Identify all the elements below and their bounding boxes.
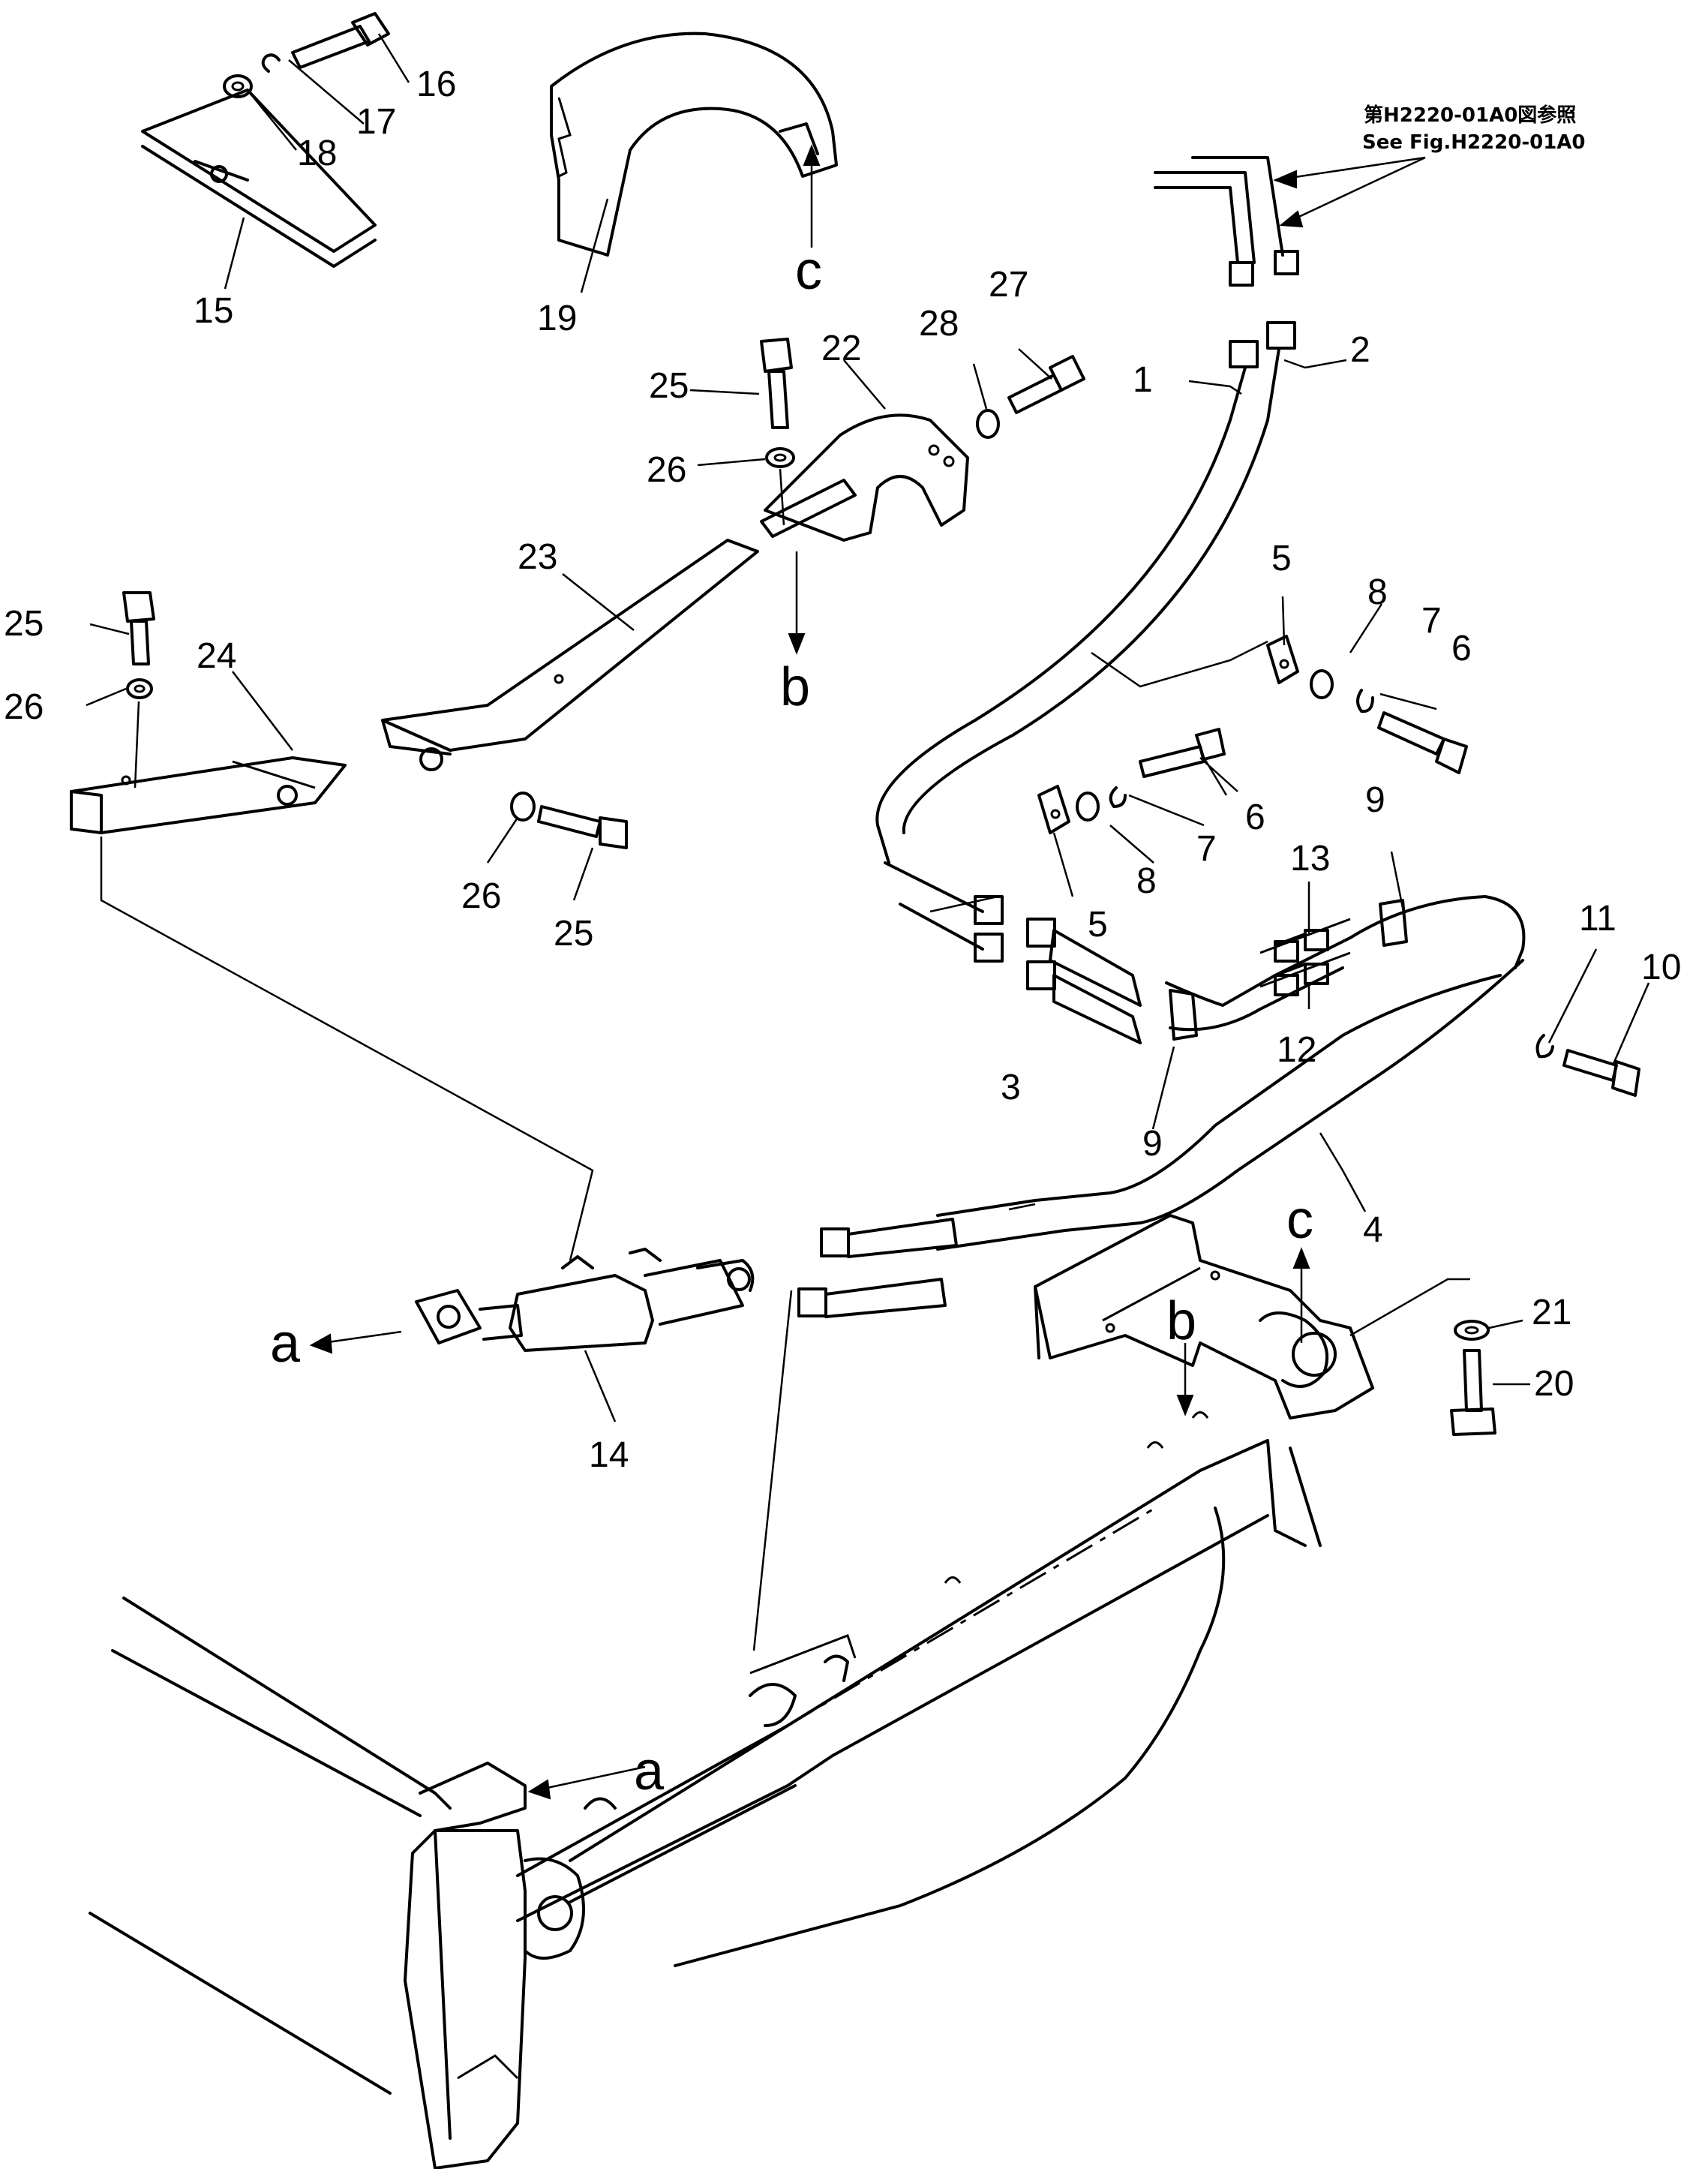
- part-label-20: 20: [1534, 1364, 1574, 1404]
- bolt-27: [1007, 355, 1085, 414]
- part-label-6-upper: 6: [1451, 629, 1472, 668]
- part-label-16: 16: [416, 65, 456, 104]
- washer-28: [976, 409, 1000, 439]
- part-label-5-lower: 5: [1088, 905, 1108, 945]
- part-label-7-lower: 7: [1196, 829, 1217, 869]
- part-label-12: 12: [1277, 1030, 1316, 1070]
- part-label-22: 22: [821, 329, 861, 368]
- part-label-5-upper: 5: [1271, 539, 1292, 578]
- part-label-11: 11: [1579, 899, 1616, 939]
- lower-hose-assembly: [974, 895, 1526, 1044]
- part-label-15: 15: [194, 291, 233, 331]
- bolt-25-top: [760, 338, 793, 429]
- view-arrow-c-top: c: [795, 144, 822, 301]
- lockwasher-7-lower: [1109, 786, 1127, 808]
- mount-bracket: [1034, 1214, 1374, 1419]
- bolt-20: [1450, 1349, 1496, 1436]
- washer-26-top: [765, 447, 795, 468]
- part-label-6-lower: 6: [1245, 798, 1265, 837]
- view-letter-b-top: b: [780, 657, 810, 717]
- part-label-3: 3: [1001, 1068, 1021, 1107]
- part-label-23: 23: [518, 537, 557, 577]
- clip-5-upper: [1266, 635, 1299, 684]
- connection-lines: [100, 468, 1470, 1651]
- view-arrow-b-bracket: b: [1166, 1291, 1196, 1416]
- part-label-2: 2: [1350, 330, 1370, 370]
- reference-note: 第H2220-01A0図参照 See Fig.H2220-01A0: [1273, 104, 1586, 228]
- callout-leaders: [86, 33, 1650, 1422]
- part-label-14: 14: [589, 1435, 629, 1475]
- part-label-25-top: 25: [649, 366, 689, 406]
- washer-18: [223, 74, 253, 98]
- part-label-24: 24: [197, 636, 236, 676]
- part-label-9-upper: 9: [1365, 780, 1385, 820]
- cylinder-14: [415, 1248, 755, 1352]
- part-label-26-top: 26: [647, 450, 686, 490]
- view-letter-b-bracket: b: [1166, 1291, 1196, 1351]
- part-label-4: 4: [1363, 1210, 1383, 1250]
- washer-26-mid: [510, 792, 536, 822]
- washer-21: [1454, 1320, 1490, 1341]
- part-label-21: 21: [1532, 1293, 1571, 1332]
- part-label-18: 18: [297, 134, 337, 173]
- lockwasher-7-upper: [1356, 689, 1374, 713]
- view-letter-c-bracket: c: [1286, 1190, 1313, 1250]
- bolt-25-mid: [537, 805, 628, 849]
- part-label-10: 10: [1641, 948, 1681, 987]
- part-label-27: 27: [989, 265, 1028, 305]
- plate-15: [141, 89, 377, 268]
- part-label-8-lower: 8: [1136, 861, 1157, 901]
- fitting-group-top: [1154, 156, 1299, 368]
- washer-8-upper: [1310, 669, 1334, 699]
- boom-frame: [516, 1411, 1322, 1967]
- part-label-1: 1: [1133, 360, 1153, 400]
- lever-24: [70, 756, 347, 834]
- view-letter-c-top: c: [795, 241, 822, 301]
- part-label-9-lower: 9: [1142, 1124, 1163, 1164]
- view-arrow-b-top: b: [780, 551, 810, 717]
- part-number-labels: 1 2 3 4 5 5 6 6 7 7 8 8 9 9 10 11 12 13 …: [4, 65, 1681, 1475]
- arm-23: [381, 539, 759, 771]
- view-letter-a-left: a: [270, 1314, 301, 1374]
- bolt-16: [291, 12, 390, 69]
- part-label-26-left: 26: [4, 687, 44, 727]
- view-arrow-a-blade: a: [527, 1741, 665, 1801]
- washer-8-lower: [1076, 792, 1100, 822]
- bolt-6-upper: [1377, 711, 1468, 774]
- part-label-25-mid: 25: [554, 914, 593, 954]
- part-label-17: 17: [356, 102, 396, 142]
- blade: [89, 1597, 617, 2169]
- lockwasher-11: [1535, 1034, 1554, 1059]
- part-label-26-mid: 26: [461, 876, 501, 916]
- part-label-13: 13: [1290, 839, 1330, 879]
- bolt-10: [1562, 1049, 1640, 1097]
- part-label-19: 19: [537, 299, 577, 338]
- view-arrow-c-bracket: c: [1286, 1190, 1313, 1343]
- view-letter-a-blade: a: [634, 1741, 665, 1801]
- part-label-25-left: 25: [4, 604, 44, 644]
- hose-1-and-2: [875, 347, 1280, 951]
- reference-note-jp: 第H2220-01A0図参照: [1364, 104, 1576, 127]
- view-arrow-a-left: a: [270, 1314, 402, 1374]
- clip-5-lower: [1037, 785, 1070, 834]
- tube-3-and-4: [797, 959, 1524, 1318]
- reference-note-en: See Fig.H2220-01A0: [1362, 131, 1586, 154]
- bracket-22: [760, 413, 969, 542]
- washer-26-left: [126, 678, 153, 699]
- part-label-7-upper: 7: [1421, 601, 1442, 641]
- part-label-8-upper: 8: [1367, 572, 1388, 612]
- bolt-25-left: [122, 591, 155, 665]
- cover-19: [550, 32, 838, 257]
- part-label-28: 28: [919, 304, 959, 344]
- lockwasher-17: [261, 53, 281, 73]
